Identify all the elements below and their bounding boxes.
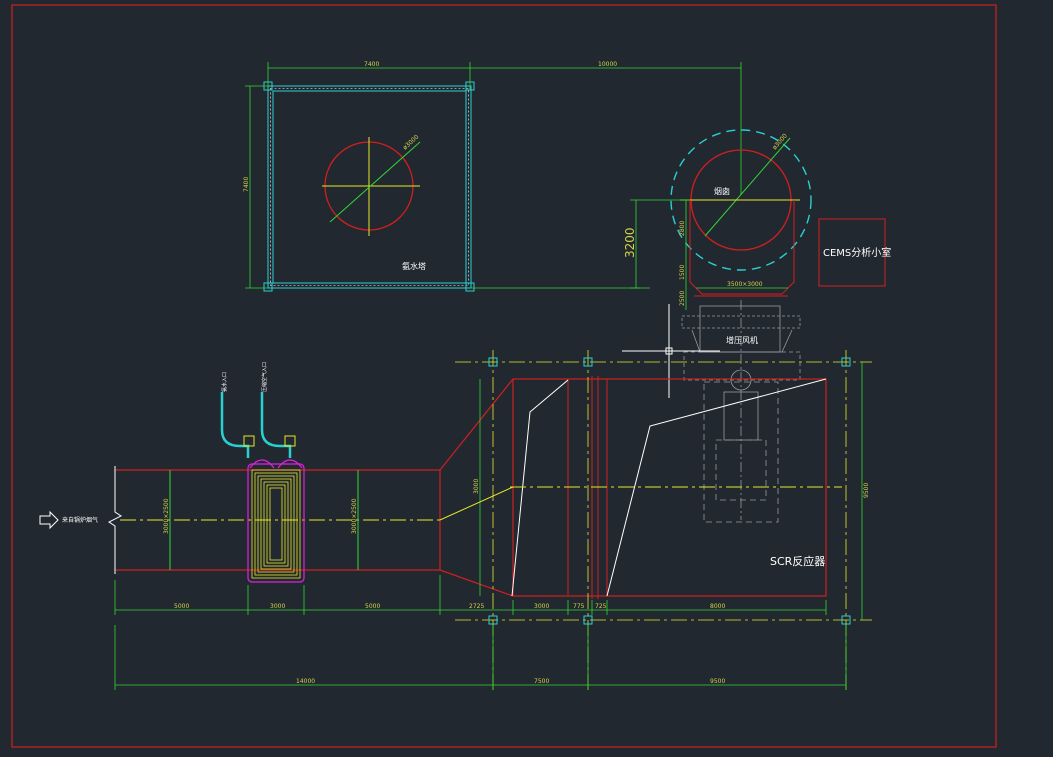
scr-guide-line-2 bbox=[606, 378, 827, 597]
heater-frame bbox=[247, 463, 305, 583]
dim-chimney-base-width: 3500×3000 bbox=[727, 281, 763, 288]
fan-support bbox=[703, 381, 779, 523]
heater-coils bbox=[251, 469, 301, 579]
dim-total-mid: 7500 bbox=[534, 678, 549, 685]
tower-dia-line bbox=[329, 141, 421, 223]
scr-column-markers bbox=[488, 357, 851, 625]
chimney-label: 烟囱 bbox=[714, 186, 730, 196]
ammonia-heater[interactable] bbox=[220, 392, 305, 583]
fan-housing-top bbox=[699, 305, 781, 353]
dim-chimney-side-c: 2500 bbox=[679, 291, 686, 306]
tower-inner bbox=[272, 90, 467, 284]
dim-scr-total-height: 9500 bbox=[863, 483, 870, 498]
fan-base bbox=[683, 351, 801, 381]
dim-seg-5: 3000 bbox=[534, 603, 549, 610]
booster-fan-label: 增压风机 bbox=[726, 335, 758, 345]
tower-dia-text: ø3000 bbox=[402, 133, 421, 151]
heater-top-right bbox=[277, 459, 303, 469]
bottom-dimensions bbox=[114, 575, 847, 690]
scr-label: SCR反应器 bbox=[770, 554, 825, 568]
tower-column-br bbox=[465, 282, 475, 292]
tower-column-bl bbox=[263, 282, 273, 292]
flue-inlet-label: 来自锅炉烟气 bbox=[62, 516, 98, 524]
tower-outer bbox=[267, 85, 472, 289]
cems-room[interactable]: CEMS分析小室 bbox=[818, 218, 891, 287]
sheet-frame bbox=[11, 4, 997, 748]
flue-inlet-arrow bbox=[39, 510, 59, 530]
pipe-label-1: 氨水入口 bbox=[221, 372, 228, 392]
dim-chimney-offset: 3200 bbox=[623, 227, 637, 258]
dim-tower-width: 7400 bbox=[364, 61, 379, 68]
chimney-transition bbox=[689, 200, 795, 295]
pipe-label-2: 压缩空气入口 bbox=[261, 362, 268, 392]
chimney[interactable]: ø3000 烟囱 bbox=[670, 129, 812, 297]
scr-guide-line-1 bbox=[511, 379, 569, 597]
dim-tower-to-chimney: 10000 bbox=[598, 61, 617, 68]
cems-room-label: CEMS分析小室 bbox=[823, 246, 891, 259]
dim-seg-6: 775 bbox=[573, 603, 585, 610]
booster-fan[interactable] bbox=[681, 300, 801, 523]
scr-grid bbox=[455, 350, 872, 690]
cems-room-box bbox=[818, 218, 886, 287]
dim-total-left: 14000 bbox=[296, 678, 315, 685]
dim-total-right: 9500 bbox=[710, 678, 725, 685]
tower-label: 氨水塔 bbox=[402, 261, 426, 271]
dim-seg-7: 725 bbox=[595, 603, 607, 610]
dim-duct-right: 3000×2500 bbox=[351, 498, 358, 534]
dim-tower-height: 7400 bbox=[243, 177, 250, 192]
dim-duct-left: 3000×2500 bbox=[163, 498, 170, 534]
heater-pipe-2 bbox=[260, 392, 292, 458]
heater-pipe-1 bbox=[220, 392, 250, 458]
heater-top-left bbox=[249, 459, 275, 469]
tower-frame bbox=[270, 88, 469, 286]
dim-seg-1: 5000 bbox=[174, 603, 189, 610]
heater-valve-2 bbox=[284, 435, 296, 447]
dim-scr-inlet-height: 3000 bbox=[473, 479, 480, 494]
dim-seg-2: 3000 bbox=[270, 603, 285, 610]
scr-inlet-hood bbox=[439, 378, 514, 597]
scr-reactor[interactable]: SCR反应器 bbox=[439, 376, 842, 599]
duct-break bbox=[108, 466, 122, 574]
dim-chimney-side-a: 2800 bbox=[679, 221, 686, 236]
chimney-outer-dashed bbox=[670, 129, 812, 271]
dim-seg-4: 2725 bbox=[469, 603, 484, 610]
chimney-dimensions bbox=[630, 199, 788, 310]
dim-seg-8: 8000 bbox=[710, 603, 725, 610]
heater-valve-1 bbox=[243, 435, 255, 447]
chimney-dia-line bbox=[704, 137, 791, 237]
dim-seg-3: 5000 bbox=[365, 603, 380, 610]
ammonia-tower[interactable]: ø3000 氨水塔 bbox=[263, 81, 475, 292]
cursor-crosshair bbox=[622, 304, 720, 398]
top-dimensions bbox=[245, 62, 742, 289]
scr-dimensions bbox=[479, 362, 863, 620]
dim-chimney-side-b: 1500 bbox=[679, 265, 686, 280]
duct-transition-center bbox=[439, 486, 514, 521]
inlet-duct[interactable] bbox=[108, 466, 514, 574]
